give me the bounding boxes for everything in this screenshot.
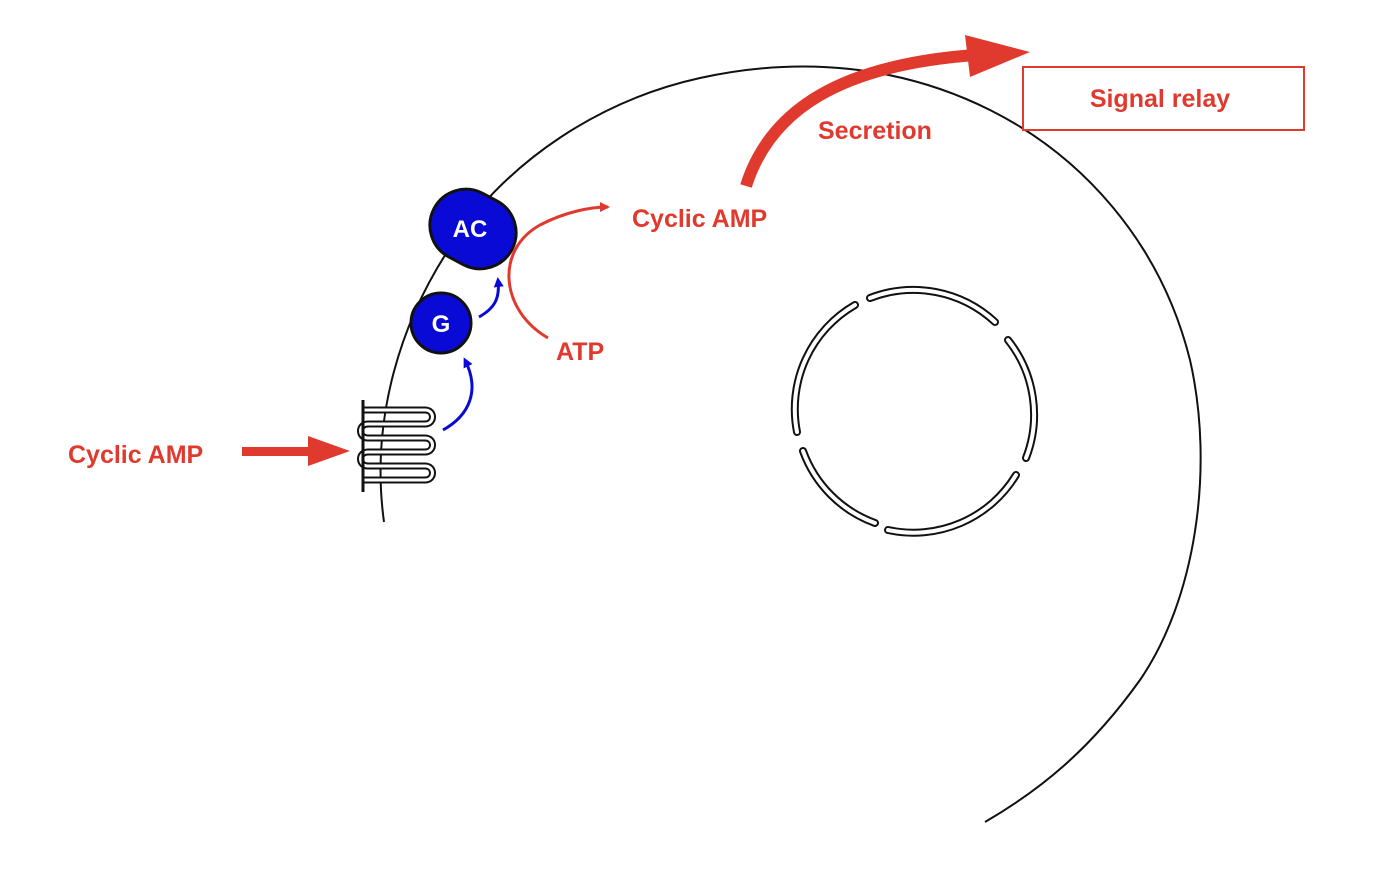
cyclic-amp-internal-label: Cyclic AMP bbox=[632, 205, 767, 233]
g-to-ac-arrow bbox=[478, 277, 504, 319]
atp-label: ATP bbox=[556, 338, 604, 366]
signal-relay-box: Signal relay bbox=[1022, 66, 1305, 131]
cell-membrane bbox=[379, 65, 1202, 823]
g-protein: G bbox=[409, 291, 473, 355]
signal-relay-label: Signal relay bbox=[1090, 85, 1230, 113]
cyclic-amp-external-label: Cyclic AMP bbox=[68, 441, 203, 469]
input-arrow bbox=[242, 436, 350, 466]
atp-to-camp-arrow bbox=[507, 202, 610, 340]
g-protein-label: G bbox=[432, 311, 451, 338]
secretion-arrow bbox=[740, 35, 1030, 188]
receptor-to-g-arrow bbox=[442, 357, 474, 432]
receptor-icon bbox=[357, 400, 436, 492]
secretion-label: Secretion bbox=[818, 117, 932, 145]
adenylyl-cyclase-label: AC bbox=[453, 216, 488, 243]
nucleus bbox=[790, 285, 1039, 537]
adenylyl-cyclase: AC bbox=[428, 187, 518, 271]
